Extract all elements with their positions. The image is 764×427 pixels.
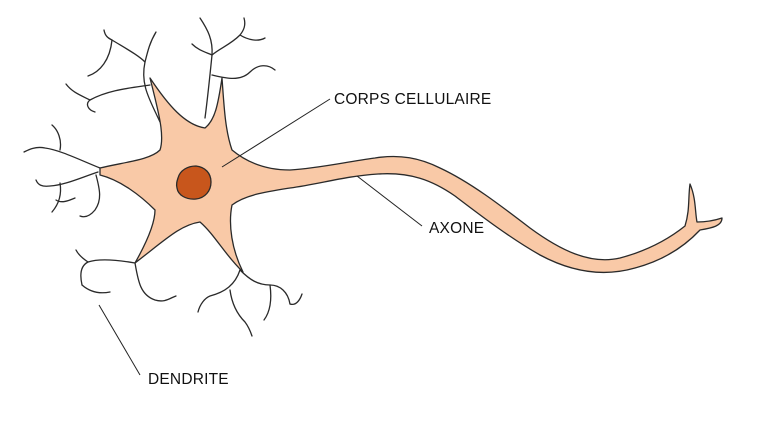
cell-body-leader-line [221, 98, 331, 168]
dendrite-label: DENDRITE [148, 371, 229, 388]
cell-body [99, 77, 723, 274]
dendrite-leader-line [98, 304, 141, 376]
cell-body-label: CORPS CELLULAIRE [334, 91, 491, 108]
axon-leader-line [356, 175, 423, 227]
axon-label: AXONE [429, 220, 484, 237]
nucleus [175, 165, 212, 200]
dendrite-branches [23, 17, 303, 337]
